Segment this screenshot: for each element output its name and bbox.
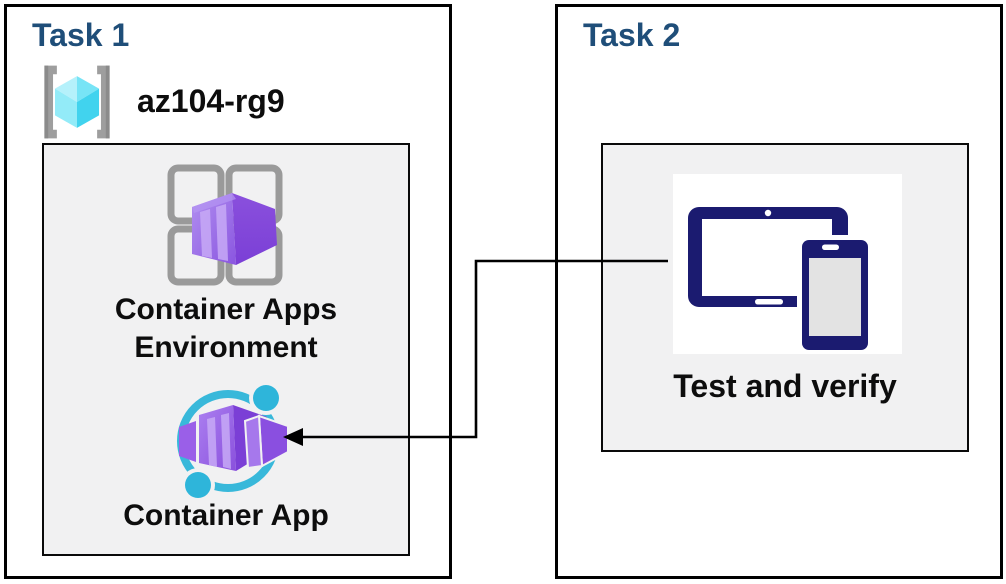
container-app-icon	[177, 381, 289, 502]
test-and-verify-label: Test and verify	[673, 368, 897, 404]
task1-title: Task 1	[32, 17, 130, 53]
resource-group-header: az104-rg9	[31, 61, 431, 145]
device-plate	[673, 174, 902, 354]
container-apps-group-box: Container Apps Environment	[42, 143, 410, 556]
container-apps-environment-icon	[167, 164, 283, 286]
resource-group-name: az104-rg9	[137, 83, 285, 119]
resource-group-icon	[44, 65, 110, 139]
task2-title: Task 2	[583, 17, 681, 53]
container-app-label: Container App	[123, 499, 329, 532]
task2-box: Task 2 Test and verify	[555, 4, 1003, 579]
test-and-verify-box: Test and verify	[601, 143, 969, 452]
devices-tablet-phone-icon	[688, 207, 873, 354]
task1-box: Task 1 az104-rg9	[4, 4, 452, 579]
container-apps-environment-label: Container Apps Environment	[114, 293, 338, 364]
